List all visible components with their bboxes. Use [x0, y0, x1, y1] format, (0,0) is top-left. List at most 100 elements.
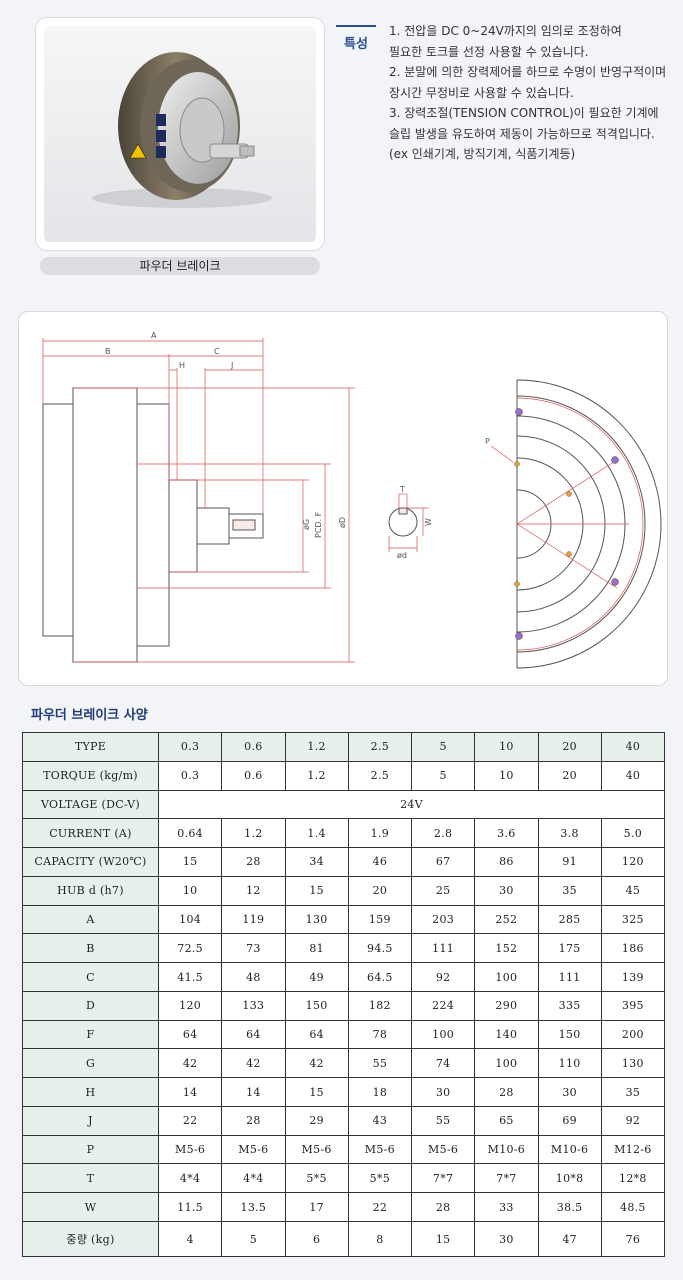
spec-cell: 395 [600, 990, 666, 1021]
spec-row-label: F [22, 1019, 159, 1050]
spec-cell: 64.5 [347, 962, 413, 992]
spec-cell: 1.4 [284, 818, 349, 849]
spec-row-label: P [22, 1134, 159, 1165]
spec-cell: 20 [347, 875, 413, 906]
spec-row-label: J [22, 1105, 159, 1136]
spec-cell: 86 [474, 847, 539, 877]
spec-header-cell: 2.5 [347, 732, 413, 762]
spec-cell: 67 [410, 847, 476, 877]
spec-cell: 47 [537, 1221, 602, 1257]
spec-cell: 72.5 [157, 933, 223, 964]
spec-cell: 28 [221, 847, 286, 877]
spec-cell: 15 [157, 847, 223, 877]
spec-title: 파우더 브레이크 사양 [31, 708, 148, 723]
label-B: B [105, 347, 111, 356]
spec-cell: 28 [474, 1077, 539, 1107]
spec-cell: 130 [600, 1048, 666, 1079]
spec-cell: 111 [537, 962, 602, 992]
spec-cell: M5-6 [157, 1134, 223, 1165]
spec-cell: 92 [410, 962, 476, 992]
product-photo [44, 26, 316, 242]
spec-cell: 15 [410, 1221, 476, 1257]
spec-cell: M10-6 [537, 1134, 602, 1165]
product-photo-card [35, 17, 325, 251]
spec-cell: 12*8 [600, 1163, 666, 1194]
spec-cell: 41.5 [157, 962, 223, 992]
spec-cell: 34 [284, 847, 349, 877]
dimension-drawing: A B C H J øG PCD. F øD T W ød [18, 311, 668, 686]
spec-cell: 28 [221, 1105, 286, 1136]
spec-cell: 18 [347, 1077, 413, 1107]
feature-item-2: 2. 분말에 의한 장력제어를 하므로 수명이 반영구적이며 장시간 무정비로 … [389, 65, 667, 100]
spec-cell: 290 [474, 990, 539, 1021]
spec-cell: 3.6 [474, 818, 539, 849]
spec-cell: 29 [284, 1105, 349, 1136]
spec-cell: 94.5 [347, 933, 413, 964]
spec-cell: 91 [537, 847, 602, 877]
spec-row-label: D [22, 990, 159, 1021]
spec-cell: 139 [600, 962, 666, 992]
spec-cell: 5 [221, 1221, 286, 1257]
spec-cell: 159 [347, 904, 413, 935]
spec-cell: 2.5 [347, 760, 413, 791]
spec-cell: 110 [537, 1048, 602, 1079]
spec-cell: 49 [284, 962, 349, 992]
label-A: A [151, 331, 157, 340]
label-D: øD [338, 517, 347, 528]
label-H: H [179, 361, 185, 370]
spec-cell: 4*4 [221, 1163, 286, 1194]
spec-cell: 8 [347, 1221, 413, 1257]
spec-header-cell: 0.3 [157, 732, 223, 762]
spec-cell: 40 [600, 760, 666, 791]
label-P: P [485, 437, 490, 446]
spec-cell: 175 [537, 933, 602, 964]
spec-cell: M5-6 [284, 1134, 349, 1165]
spec-cell: 325 [600, 904, 666, 935]
spec-row-label: T [22, 1163, 159, 1194]
spec-cell: 119 [221, 904, 286, 935]
spec-cell: 7*7 [410, 1163, 476, 1194]
spec-cell: 64 [284, 1019, 349, 1050]
spec-cell: 5 [410, 760, 476, 791]
spec-cell: 30 [410, 1077, 476, 1107]
spec-cell: 140 [474, 1019, 539, 1050]
features-tab: 특성 [336, 25, 376, 52]
spec-row-label: G [22, 1048, 159, 1079]
spec-cell: 5.0 [600, 818, 666, 849]
spec-cell: 15 [284, 1077, 349, 1107]
spec-row-label: VOLTAGE (DC-V) [22, 789, 159, 820]
label-W: W [424, 518, 433, 526]
spec-cell: 17 [284, 1192, 349, 1223]
spec-cell: 6 [284, 1221, 349, 1257]
spec-row-label: TORQUE (kg/m) [22, 760, 159, 791]
spec-cell: 45 [600, 875, 666, 906]
label-J: J [230, 361, 233, 370]
spec-row-label: C [22, 962, 159, 992]
spec-cell: 120 [600, 847, 666, 877]
spec-cell: 42 [221, 1048, 286, 1079]
spec-cell: 200 [600, 1019, 666, 1050]
spec-cell: 24V [158, 789, 665, 820]
powder-brake-image [92, 52, 272, 208]
spec-cell: 130 [284, 904, 349, 935]
spec-cell: 12 [221, 875, 286, 906]
spec-cell: 14 [157, 1077, 223, 1107]
spec-cell: 104 [157, 904, 223, 935]
spec-cell: 4 [157, 1221, 223, 1257]
spec-row-label: CAPACITY (W20℃) [22, 847, 159, 877]
spec-cell: 3.8 [537, 818, 602, 849]
spec-cell: 64 [221, 1019, 286, 1050]
spec-cell: 35 [537, 875, 602, 906]
spec-header-cell: 0.6 [221, 732, 286, 762]
